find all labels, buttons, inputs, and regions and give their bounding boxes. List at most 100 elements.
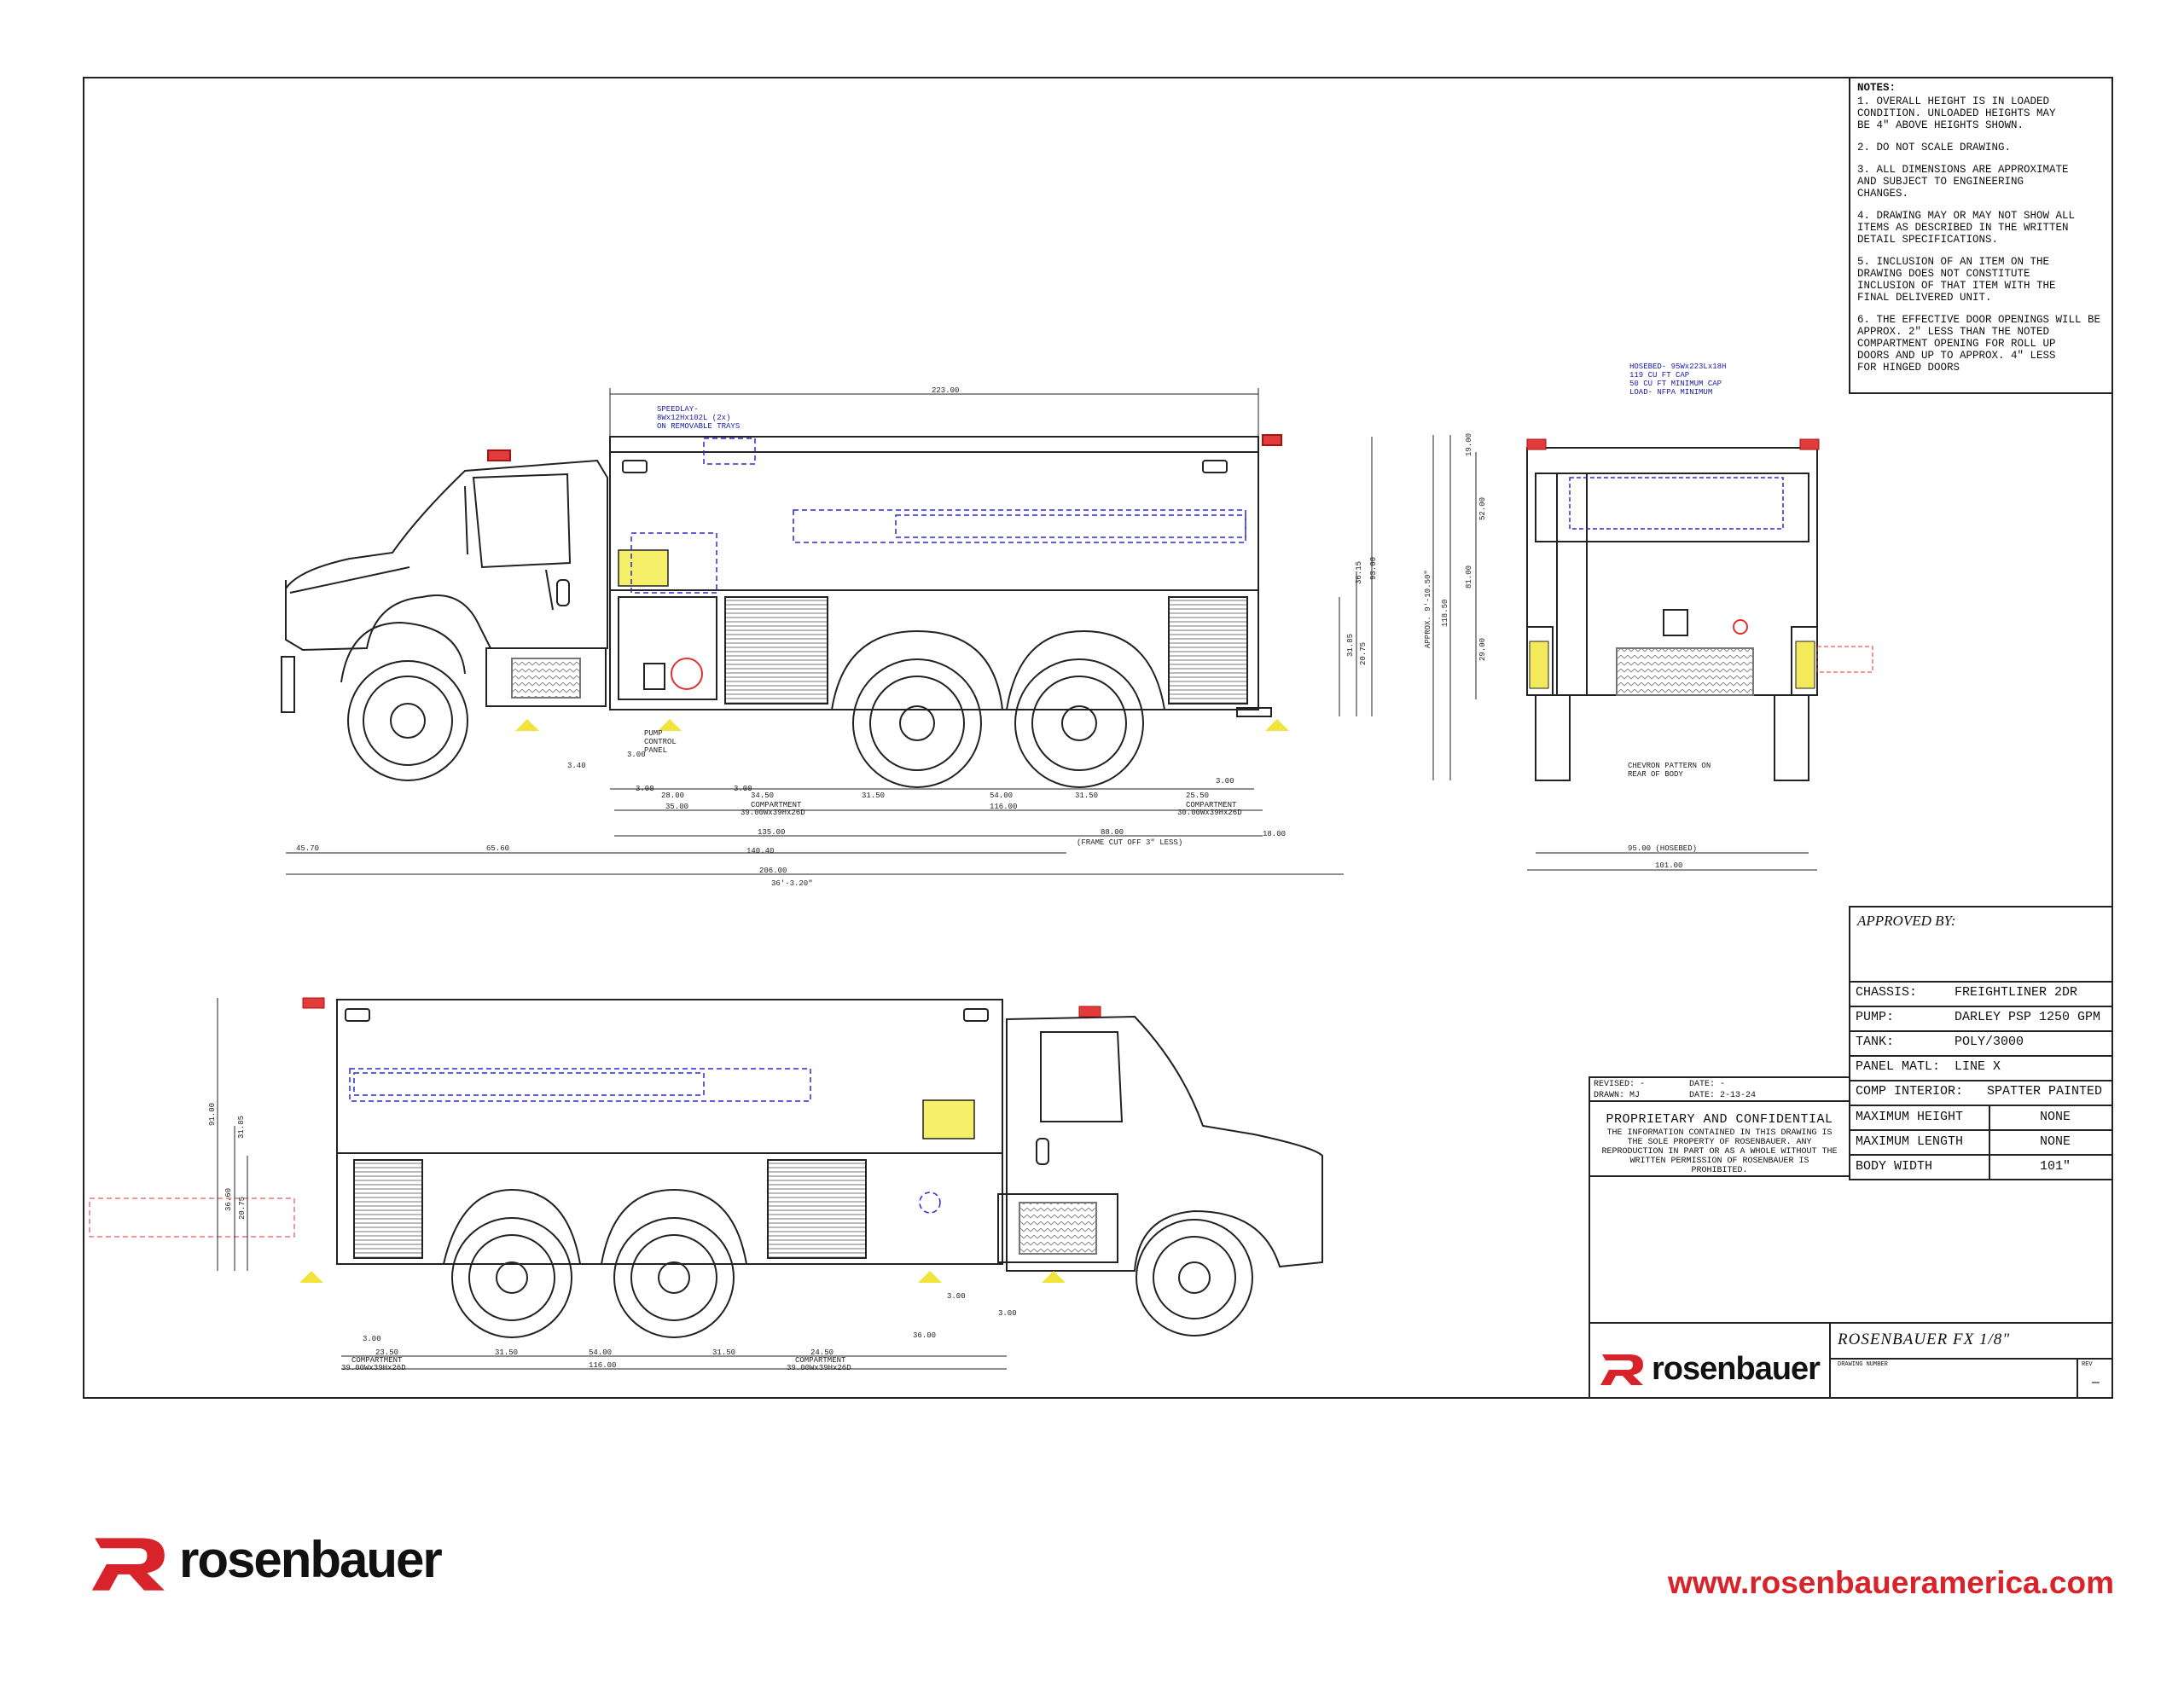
proprietary-heading: PROPRIETARY AND CONFIDENTIAL <box>1606 1112 1833 1127</box>
dim-rear-19: 19.00 <box>1465 433 1473 456</box>
rear-right-light-icon <box>1795 641 1815 689</box>
dim-lower-54: 54.00 <box>589 1348 612 1357</box>
spec-value: LINE X <box>1955 1059 2001 1074</box>
dim-lower-3b: 3.00 <box>947 1292 966 1301</box>
blank-area <box>1589 1177 1849 1322</box>
dim-rear-101: 101.00 <box>1655 861 1682 870</box>
rear-hose-outlet <box>1816 646 1873 673</box>
hidden-lines-lower <box>349 1068 941 1214</box>
approved-by-label: APPROVED BY: <box>1857 913 1956 929</box>
dim-lower-31-85: 31.85 <box>237 1116 246 1139</box>
spec-row-pump: PUMP: DARLEY PSP 1250 GPM <box>1850 1007 2111 1032</box>
chevron-label: CHEVRON PATTERN ON <box>1628 762 1711 770</box>
hidden-lines-side <box>630 438 1246 594</box>
dim-side-31-85: 31.85 <box>1346 634 1355 657</box>
dim-rear-29: 29.00 <box>1478 638 1487 661</box>
dim-side-31-5a: 31.50 <box>862 792 885 800</box>
spec-value: FREIGHTLINER 2DR <box>1955 985 2078 1000</box>
revision-box: REVISED: - DATE: - DRAWN: MJ DATE: 2-13-… <box>1589 1076 1849 1102</box>
ground-lights-lower <box>299 1271 1066 1283</box>
note-item: 5. INCLUSION OF AN ITEM ON THE DRAWING D… <box>1857 256 2056 304</box>
notes-heading: NOTES: <box>1857 82 1896 94</box>
lower-beacon-cab-icon <box>1078 1006 1101 1018</box>
drawing-sheet-border <box>83 77 2113 1399</box>
dim-lower-23-5: 23.50 <box>375 1348 398 1357</box>
dim-side-3-40: 3.40 <box>567 762 586 770</box>
measure-row-width: BODY WIDTH 101" <box>1850 1156 2111 1180</box>
dim-side-20-75: 20.75 <box>1359 642 1368 665</box>
dim-side-frame: (FRAME CUT OFF 3" LESS) <box>1077 838 1182 847</box>
dim-lower-comp2-size: 39.00Wx39Hx26D <box>787 1364 851 1372</box>
dim-side-31-5b: 31.50 <box>1075 792 1098 800</box>
proprietary-box: PROPRIETARY AND CONFIDENTIAL THE INFORMA… <box>1589 1102 1849 1177</box>
speedlay-label: SPEEDLAY- <box>657 405 699 414</box>
spec-table: CHASSIS: FREIGHTLINER 2DR PUMP: DARLEY P… <box>1849 983 2113 1180</box>
rear-beacon-left-icon <box>1526 438 1547 450</box>
hidden-lines-rear <box>1569 477 1784 530</box>
note-item: 2. DO NOT SCALE DRAWING. <box>1857 142 2012 154</box>
pump-panel-label-2: CONTROL <box>644 738 677 746</box>
spec-label: CHASSIS: <box>1856 985 1918 1000</box>
hosebed-cap: 119 CU FT CAP <box>1629 371 1689 380</box>
passenger-side-truck <box>336 999 1323 1338</box>
rear-left-light-icon <box>1529 641 1549 689</box>
dim-side-34-5: 34.50 <box>751 792 774 800</box>
dim-lower-3c: 3.00 <box>998 1309 1017 1318</box>
title-block: rosenbauer ROSENBAUER FX 1/8" DRAWING NU… <box>1589 1322 2113 1399</box>
notes-panel: NOTES: 1. OVERALL HEIGHT IS IN LOADED CO… <box>1849 77 2113 394</box>
spec-row-tank: TANK: POLY/3000 <box>1850 1032 2111 1057</box>
measure-label: MAXIMUM HEIGHT <box>1856 1110 1964 1124</box>
dim-side-116: 116.00 <box>990 803 1017 811</box>
dim-side-comp2: COMPARTMENT <box>1186 801 1237 809</box>
ground-lights-side <box>515 719 1289 731</box>
dim-side-3b: 3.00 <box>734 785 752 793</box>
dim-lower-24-5: 24.50 <box>810 1348 834 1357</box>
dim-side-28: 28.00 <box>661 792 684 800</box>
note-item: 4. DRAWING MAY OR MAY NOT SHOW ALL ITEMS… <box>1857 210 2076 246</box>
pump-panel-label-3: PANEL <box>644 746 667 755</box>
dim-side-overall: 36'-3.20" <box>771 879 813 888</box>
revised-label: REVISED: - <box>1594 1080 1646 1089</box>
approved-by-box: APPROVED BY: <box>1849 906 2113 983</box>
lower-beacon-rear-icon <box>302 997 325 1009</box>
note-item: 1. OVERALL HEIGHT IS IN LOADED CONDITION… <box>1857 96 2056 131</box>
dim-side-54: 54.00 <box>990 792 1013 800</box>
dim-side-comp1: COMPARTMENT <box>751 801 802 809</box>
dim-side-comp2-size: 30.00Wx39Hx26D <box>1177 809 1242 817</box>
dim-lower-3: 3.00 <box>363 1335 381 1343</box>
dim-side-36-15: 36.15 <box>1355 561 1363 584</box>
drawing-title: ROSENBAUER FX 1/8" <box>1838 1331 2011 1348</box>
dim-lower-comp2: COMPARTMENT <box>795 1356 846 1365</box>
dim-side-comp1-size: 39.00Wx39Hx26D <box>741 809 805 817</box>
drawing-number-label: DRAWING NUMBER <box>1838 1361 1888 1368</box>
lower-dimension-lines <box>217 998 1007 1370</box>
chevron-label-2: REAR OF BODY <box>1628 770 1683 779</box>
rosenbauer-logo-icon <box>1600 1354 1643 1385</box>
dim-lower-116: 116.00 <box>589 1361 616 1370</box>
side-dimension-lines <box>286 388 1373 875</box>
pump-panel-label-1: PUMP <box>644 729 663 738</box>
speedlay-trays: ON REMOVABLE TRAYS <box>657 422 740 431</box>
spec-label: PANEL MATL: <box>1856 1059 1941 1074</box>
dim-lower-comp1: COMPARTMENT <box>351 1356 403 1365</box>
lower-hose-outlet <box>89 1197 295 1238</box>
dim-rear-81: 81.00 <box>1465 565 1473 589</box>
dim-lower-91: 91.00 <box>208 1103 217 1126</box>
spec-row-panel: PANEL MATL: LINE X <box>1850 1057 2111 1081</box>
dim-side-3a: 3.00 <box>636 785 654 793</box>
dim-side-88: 88.00 <box>1101 828 1124 837</box>
rear-view-truck <box>1526 447 1818 781</box>
title-block-brand: rosenbauer <box>1652 1351 1821 1387</box>
dim-side-25-5: 25.50 <box>1186 792 1209 800</box>
spec-row-interior: COMP INTERIOR: SPATTER PAINTED <box>1850 1081 2111 1106</box>
revised-date: DATE: - <box>1689 1080 1726 1089</box>
footer-logo: rosenbauer <box>87 1531 443 1598</box>
website-link[interactable]: www.rosenbaueramerica.com <box>1667 1565 2114 1600</box>
spec-label: PUMP: <box>1856 1010 1895 1024</box>
spec-row-chassis: CHASSIS: FREIGHTLINER 2DR <box>1850 983 2111 1007</box>
hosebed-load: LOAD- NFPA MINIMUM <box>1629 388 1712 397</box>
rev-label: REV <box>2082 1361 2093 1368</box>
spec-value: POLY/3000 <box>1955 1035 2024 1049</box>
speedlay-detail: 8Wx12Hx102L (2x) <box>657 414 730 422</box>
